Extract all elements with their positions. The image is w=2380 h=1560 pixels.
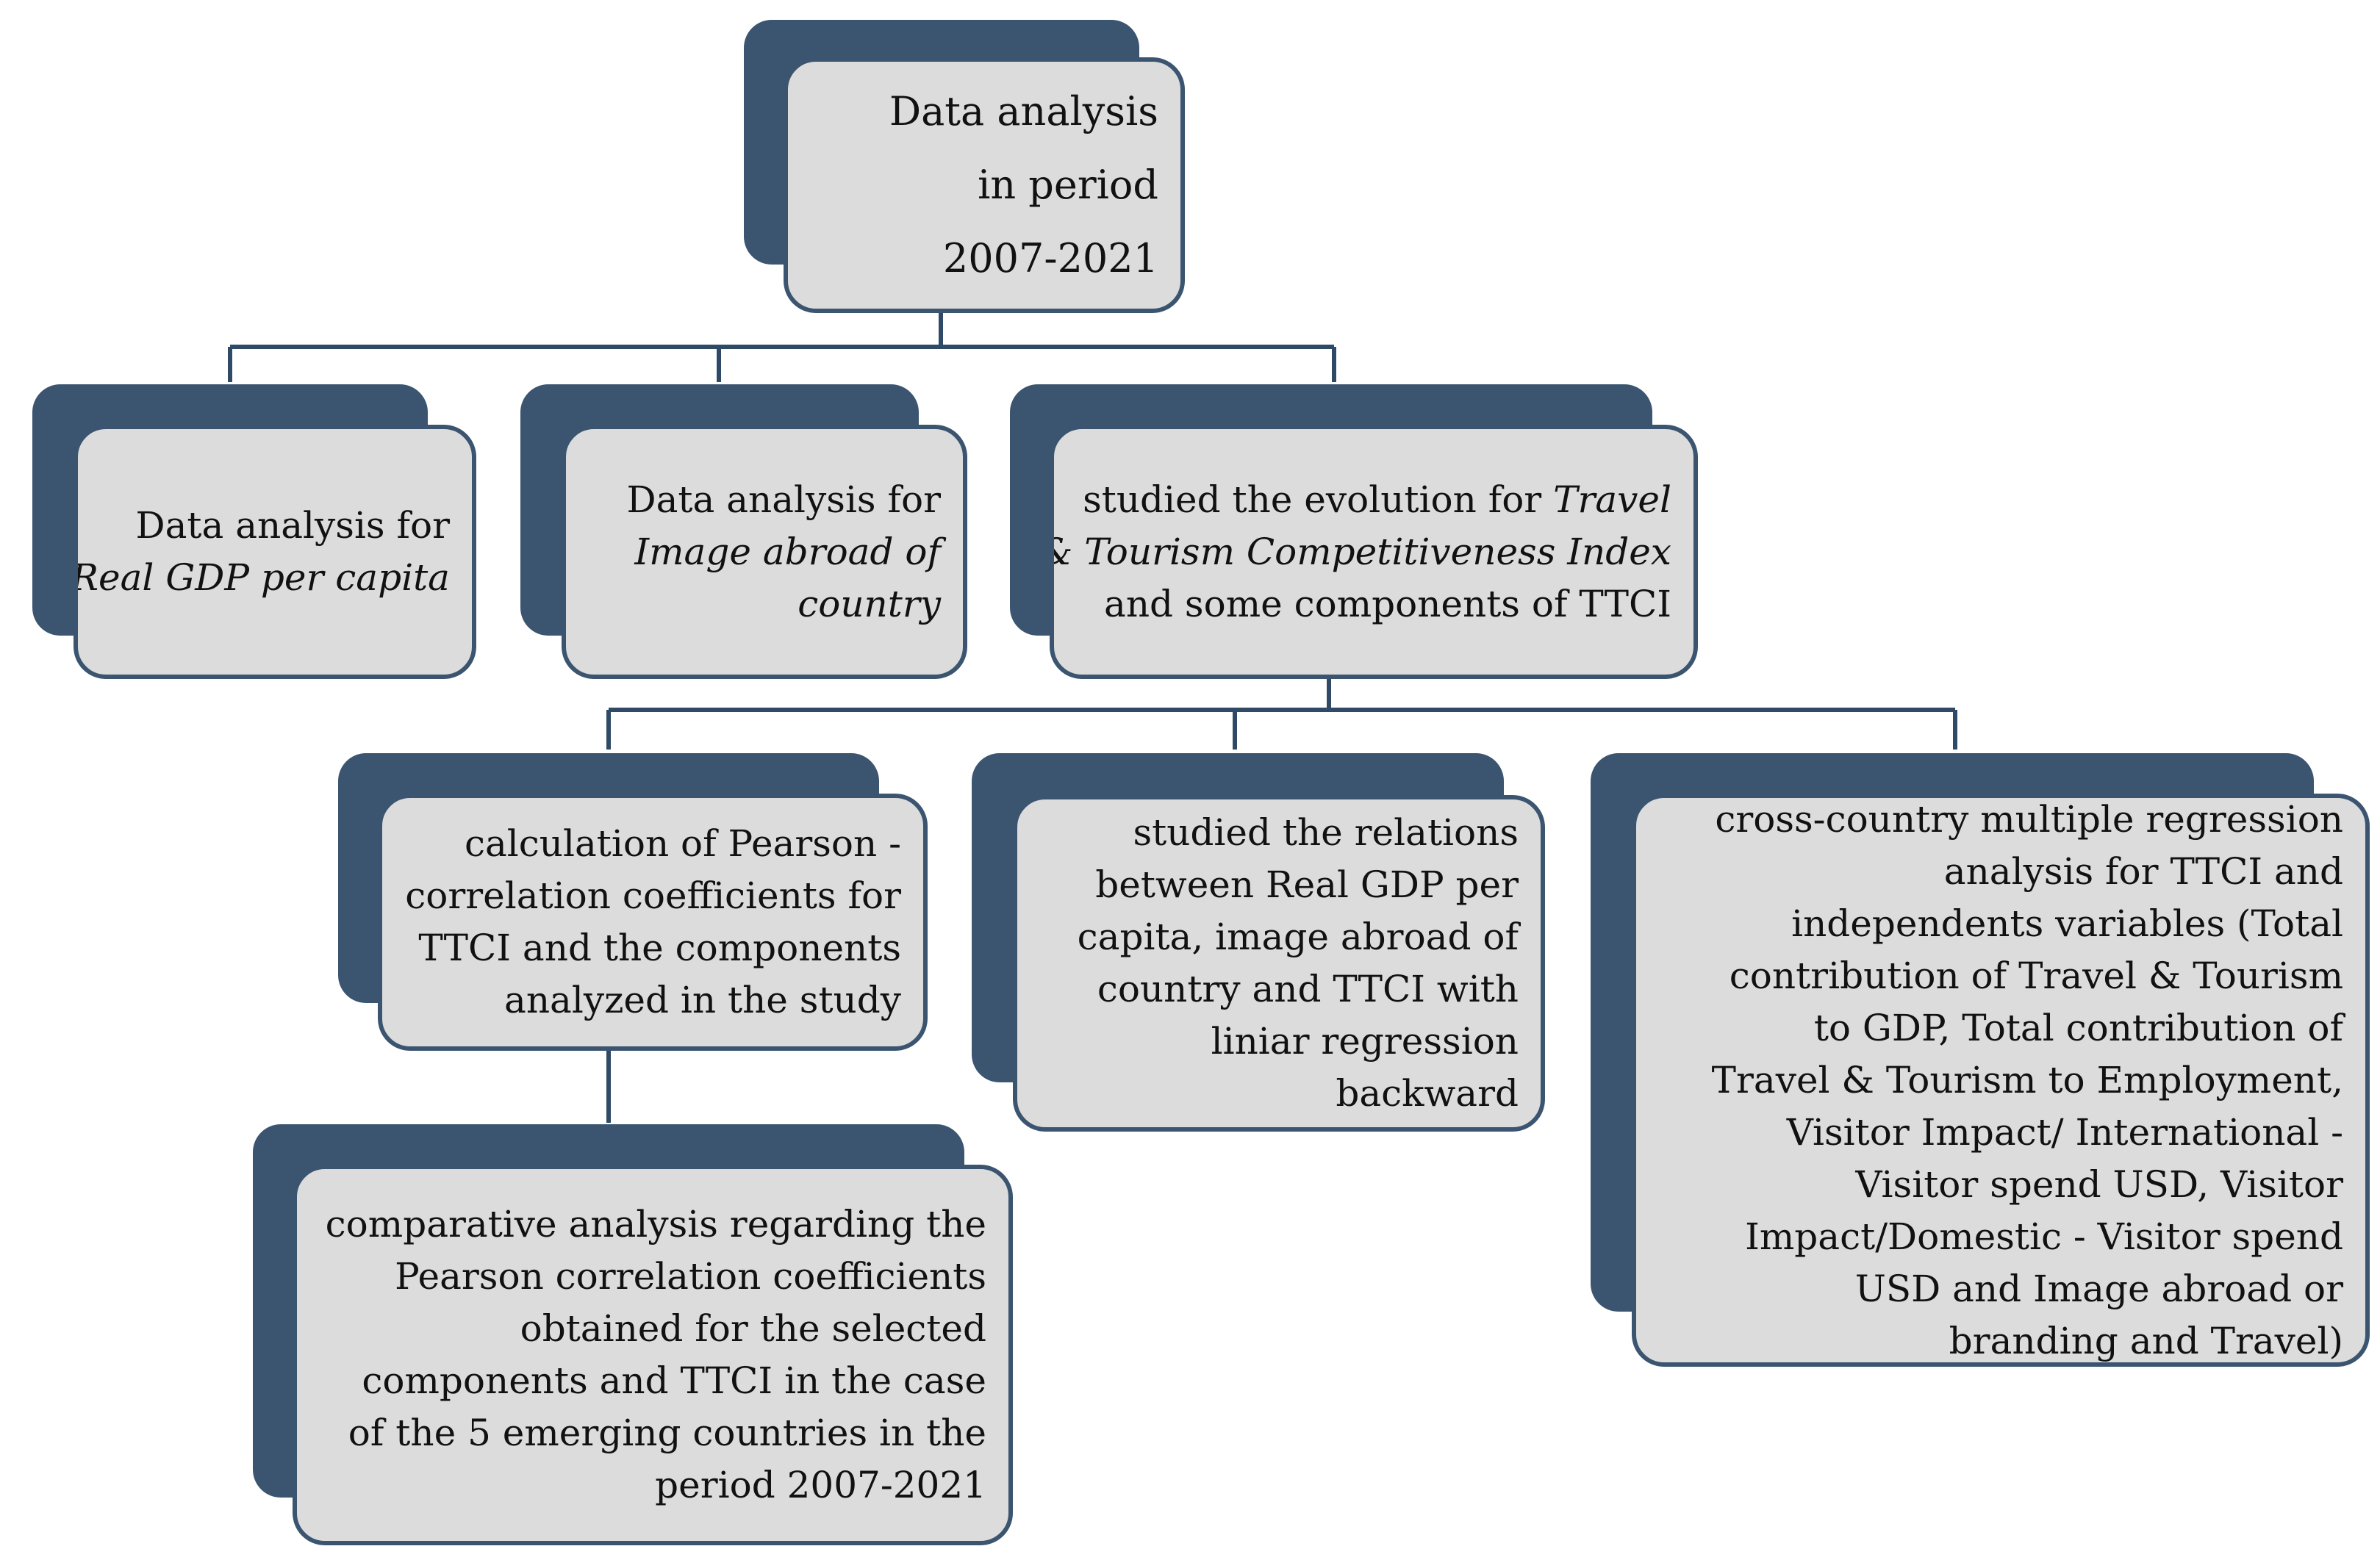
gdp-line-1: Data analysis for: [135, 504, 450, 547]
pearson-box: calculation of Pearson - correlation coe…: [378, 794, 928, 1051]
crosscountry-line-6: Travel & Tourism to Employment,: [1711, 1058, 2343, 1101]
ttci-line-1-italic: Travel: [1553, 478, 1671, 521]
pearson-line-2: correlation coefficients for: [405, 874, 901, 917]
root-line-3: 2007-2021: [942, 234, 1158, 281]
image-line-2: Image abroad of: [634, 530, 941, 573]
comparative-line-4: components and TTCI in the case: [362, 1359, 986, 1402]
comparative-box: comparative analysis regarding the Pears…: [293, 1165, 1013, 1545]
relations-line-3: capita, image abroad of: [1077, 916, 1519, 958]
relations-line-1: studied the relations: [1133, 811, 1519, 854]
pearson-line-4: analyzed in the study: [504, 979, 901, 1021]
relations-line-5: liniar regression: [1211, 1020, 1519, 1063]
crosscountry-line-8: Visitor spend USD, Visitor: [1855, 1162, 2343, 1206]
ttci-line-1-text: studied the evolution for Travel: [1083, 478, 1671, 521]
crosscountry-line-3: independents variables (Total: [1791, 902, 2343, 945]
image-line-1: Data analysis for: [626, 478, 941, 521]
pearson-line-1: calculation of Pearson -: [464, 822, 901, 865]
gdp-line-2: Real GDP per capita: [74, 556, 450, 599]
image-line-3: country: [797, 582, 941, 625]
crosscountry-box: cross-country multiple regression analys…: [1632, 794, 2370, 1367]
relations-line-2: between Real GDP per: [1095, 863, 1519, 906]
image-box: Data analysis for Image abroad of countr…: [562, 425, 967, 679]
relations-line-6: backward: [1336, 1072, 1519, 1115]
comparative-line-6: period 2007-2021: [655, 1464, 986, 1506]
crosscountry-line-2: analysis for TTCI and: [1943, 849, 2343, 893]
crosscountry-line-5: to GDP, Total contribution of: [1813, 1006, 2343, 1049]
crosscountry-line-9: Impact/Domestic - Visitor spend: [1745, 1215, 2343, 1258]
root-line-1: Data analysis: [889, 88, 1158, 135]
crosscountry-line-10: USD and Image abroad or: [1854, 1267, 2343, 1310]
relations-line-4: country and TTCI with: [1097, 968, 1519, 1010]
crosscountry-line-7: Visitor Impact/ International -: [1786, 1110, 2343, 1154]
pearson-line-3: TTCI and the components: [418, 927, 901, 969]
relations-box: studied the relations between Real GDP p…: [1013, 795, 1545, 1132]
ttci-box: studied the evolution for Travel & Touri…: [1050, 425, 1698, 679]
comparative-line-1: comparative analysis regarding the: [325, 1203, 986, 1246]
gdp-box: Data analysis for Real GDP per capita: [74, 425, 476, 679]
ttci-line-1: studied the evolution for Travel: [1083, 474, 1671, 526]
root-box: Data analysis in period 2007-2021: [784, 57, 1185, 313]
ttci-line-2: & Tourism Competitiveness Index: [1050, 530, 1671, 573]
comparative-line-5: of the 5 emerging countries in the: [348, 1412, 986, 1454]
crosscountry-line-4: contribution of Travel & Tourism: [1729, 954, 2343, 997]
crosscountry-line-11: branding and Travel): [1949, 1319, 2343, 1362]
crosscountry-line-1: cross-country multiple regression: [1715, 797, 2343, 841]
comparative-line-3: obtained for the selected: [520, 1307, 986, 1350]
comparative-line-2: Pearson correlation coefficients: [395, 1255, 986, 1298]
ttci-line-3: and some components of TTCI: [1104, 582, 1671, 625]
root-line-2: in period: [978, 162, 1158, 209]
